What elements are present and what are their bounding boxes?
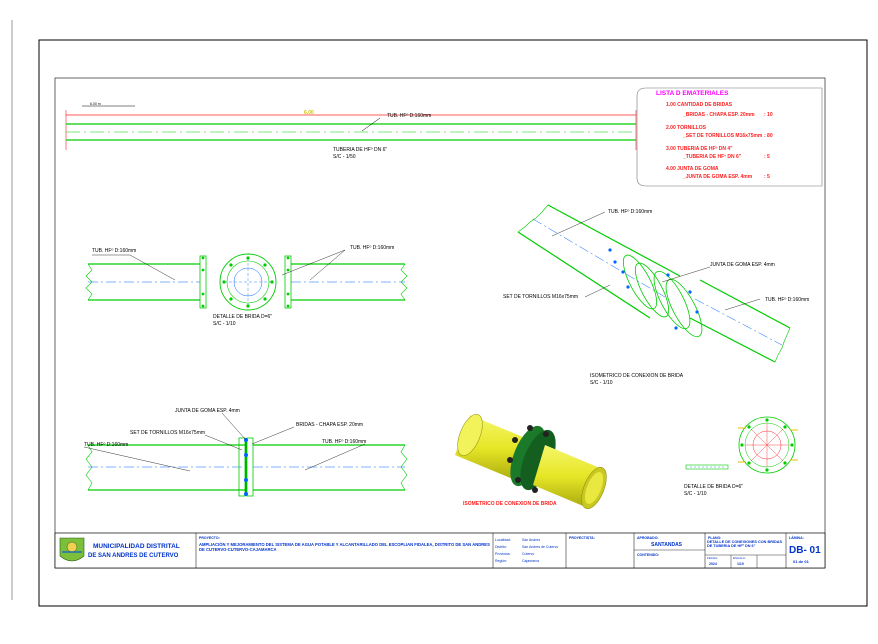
- scale-label: ESCALA:: [733, 556, 746, 560]
- bottom-right-label: TUB. HFº D:160mm: [322, 439, 366, 445]
- materials-heading-3: 3.00 TUBERIA DE HFº DN 4": [666, 146, 733, 152]
- info-label-3: Provincia:: [495, 552, 510, 556]
- iso-top-label: TUB. HFº D:160mm: [608, 209, 652, 215]
- org-line2: DE SAN ANDRES DE CUTERVO: [88, 553, 179, 559]
- info-label-4: Región:: [495, 559, 507, 563]
- materials-qty-2: : 80: [764, 133, 773, 139]
- sheet-of: 01 de 01: [793, 559, 810, 564]
- rendered-flange-image: ISOMETRICO DE CONEXION DE BRIDA: [455, 414, 607, 509]
- materials-item-1: _BRIDAS - CHAPA ESP. 20mm: [682, 112, 755, 118]
- date-label: FECHA:: [707, 556, 718, 560]
- approved-value: SANTANDAS: [651, 542, 683, 548]
- info-value-3: Cutervo: [522, 552, 534, 556]
- small-flange-detail: DETALLE DE BRIDA D=6" S/C - 1/10: [684, 416, 798, 497]
- bottom-left-label: TUB. HFº D:160mm: [84, 442, 128, 448]
- org-line1: MUNICIPALIDAD DISTRITAL: [93, 543, 180, 550]
- info-label-1: Localidad:: [495, 538, 511, 542]
- bottom-elevation-view: JUNTA DE GOMA ESP. 4mm BRIDAS - CHAPA ES…: [83, 408, 408, 497]
- materials-qty-3: : 5: [764, 154, 770, 160]
- top-mid-marker: 6.00: [304, 110, 314, 116]
- project-text: AMPLIACIÓN Y MEJORAMIENTO DEL SISTEMA DE…: [199, 542, 490, 552]
- top-pipe-label: TUB. HFº D:160mm: [387, 113, 431, 119]
- detail-left-label: TUB. HFº D:160mm: [92, 248, 136, 254]
- materials-qty-1: : 10: [764, 112, 773, 118]
- materials-heading-1: 1.00 CANTIDAD DE BRIDAS: [666, 102, 733, 108]
- materials-heading-4: 4.00 JUNTA DE GOMA: [666, 166, 719, 172]
- detail-caption: DETALLE DE BRIDA D=6": [213, 314, 272, 320]
- small-flange-scale: S/C - 1/10: [684, 491, 707, 497]
- specialty-label: CONTENIDO:: [637, 553, 659, 557]
- municipality-logo: [59, 537, 85, 562]
- materials-item-2: _SET DE TORNILLOS M16x75mm: [682, 133, 763, 139]
- sheet-code: DB- 01: [789, 545, 821, 556]
- iso-right-label: TUB. HFº D:160mm: [765, 297, 809, 303]
- materials-qty-4: : 5: [764, 174, 770, 180]
- top-left-marker: 6.00 m: [90, 102, 101, 106]
- title-block: MUNICIPALIDAD DISTRITAL DE SAN ANDRES DE…: [54, 532, 826, 569]
- outer-sheet-border: [38, 39, 868, 607]
- plan-title: DETALLE DE CONEXIONES CON BRIDAS DE TUBE…: [707, 540, 783, 549]
- isometric-flange-view: TUB. HFº D:160mm JUNTA DE GOMA ESP. 4mm …: [503, 204, 809, 386]
- materials-list: LISTA D EMATERIALES 1.00 CANTIDAD DE BRI…: [636, 87, 823, 187]
- detail-right-label: TUB. HFº D:160mm: [350, 245, 394, 251]
- materials-title: LISTA D EMATERIALES: [656, 90, 729, 97]
- render-caption: ISOMETRICO DE CONEXION DE BRIDA: [463, 501, 557, 507]
- designer-header: PROYECTISTA:: [569, 536, 595, 540]
- materials-item-3: _TUBERIA DE HFº DN 6": [682, 154, 742, 160]
- bottom-gasket-label: JUNTA DE GOMA ESP. 4mm: [175, 408, 240, 414]
- date-value: 2024: [709, 562, 717, 566]
- scale-value: 1/10: [737, 562, 744, 566]
- small-flange-caption: DETALLE DE BRIDA D=6": [684, 484, 743, 490]
- iso-scale: S/C - 1/10: [590, 380, 613, 386]
- flange-detail-view: TUB. HFº D:160mm TUB. HFº D:160mm DETALL…: [85, 245, 408, 327]
- top-view-caption: TUBERIA DE HFº DN 6": [333, 147, 387, 153]
- materials-item-4: _JUNTA DE GOMA ESP. 4mm: [682, 174, 753, 180]
- info-value-1: San Andres: [522, 538, 540, 542]
- sheet-label: LÁMINA:: [789, 535, 804, 540]
- iso-caption: ISOMETRICO DE CONEXION DE BRIDA: [590, 373, 684, 379]
- bottom-bolts-label: SET DE TORNILLOS M16x75mm: [130, 430, 205, 436]
- materials-heading-2: 2.00 TORNILLOS: [666, 125, 707, 131]
- top-view-scale: S/C - 1/50: [333, 154, 356, 160]
- info-label-2: Distrito:: [495, 545, 507, 549]
- detail-scale: S/C - 1/10: [213, 321, 236, 327]
- iso-gasket-label: JUNTA DE GOMA ESP. 4mm: [710, 262, 775, 268]
- plan-header: PLANO:: [708, 536, 721, 540]
- info-value-2: San Andres de Cutervo: [522, 545, 558, 549]
- iso-bolts-label: SET DE TORNILLOS M16x75mm: [503, 294, 578, 300]
- project-header: PROYECTO:: [199, 536, 220, 540]
- approved-header: APROBADO:: [637, 536, 659, 540]
- top-pipe-view: TUB. HFº D:160mm 6.00 m 6.00 TUBERIA DE …: [65, 102, 637, 160]
- info-value-4: Cajamarca: [522, 559, 539, 563]
- bottom-flange-label: BRIDAS - CHAPA ESP. 20mm: [296, 422, 363, 428]
